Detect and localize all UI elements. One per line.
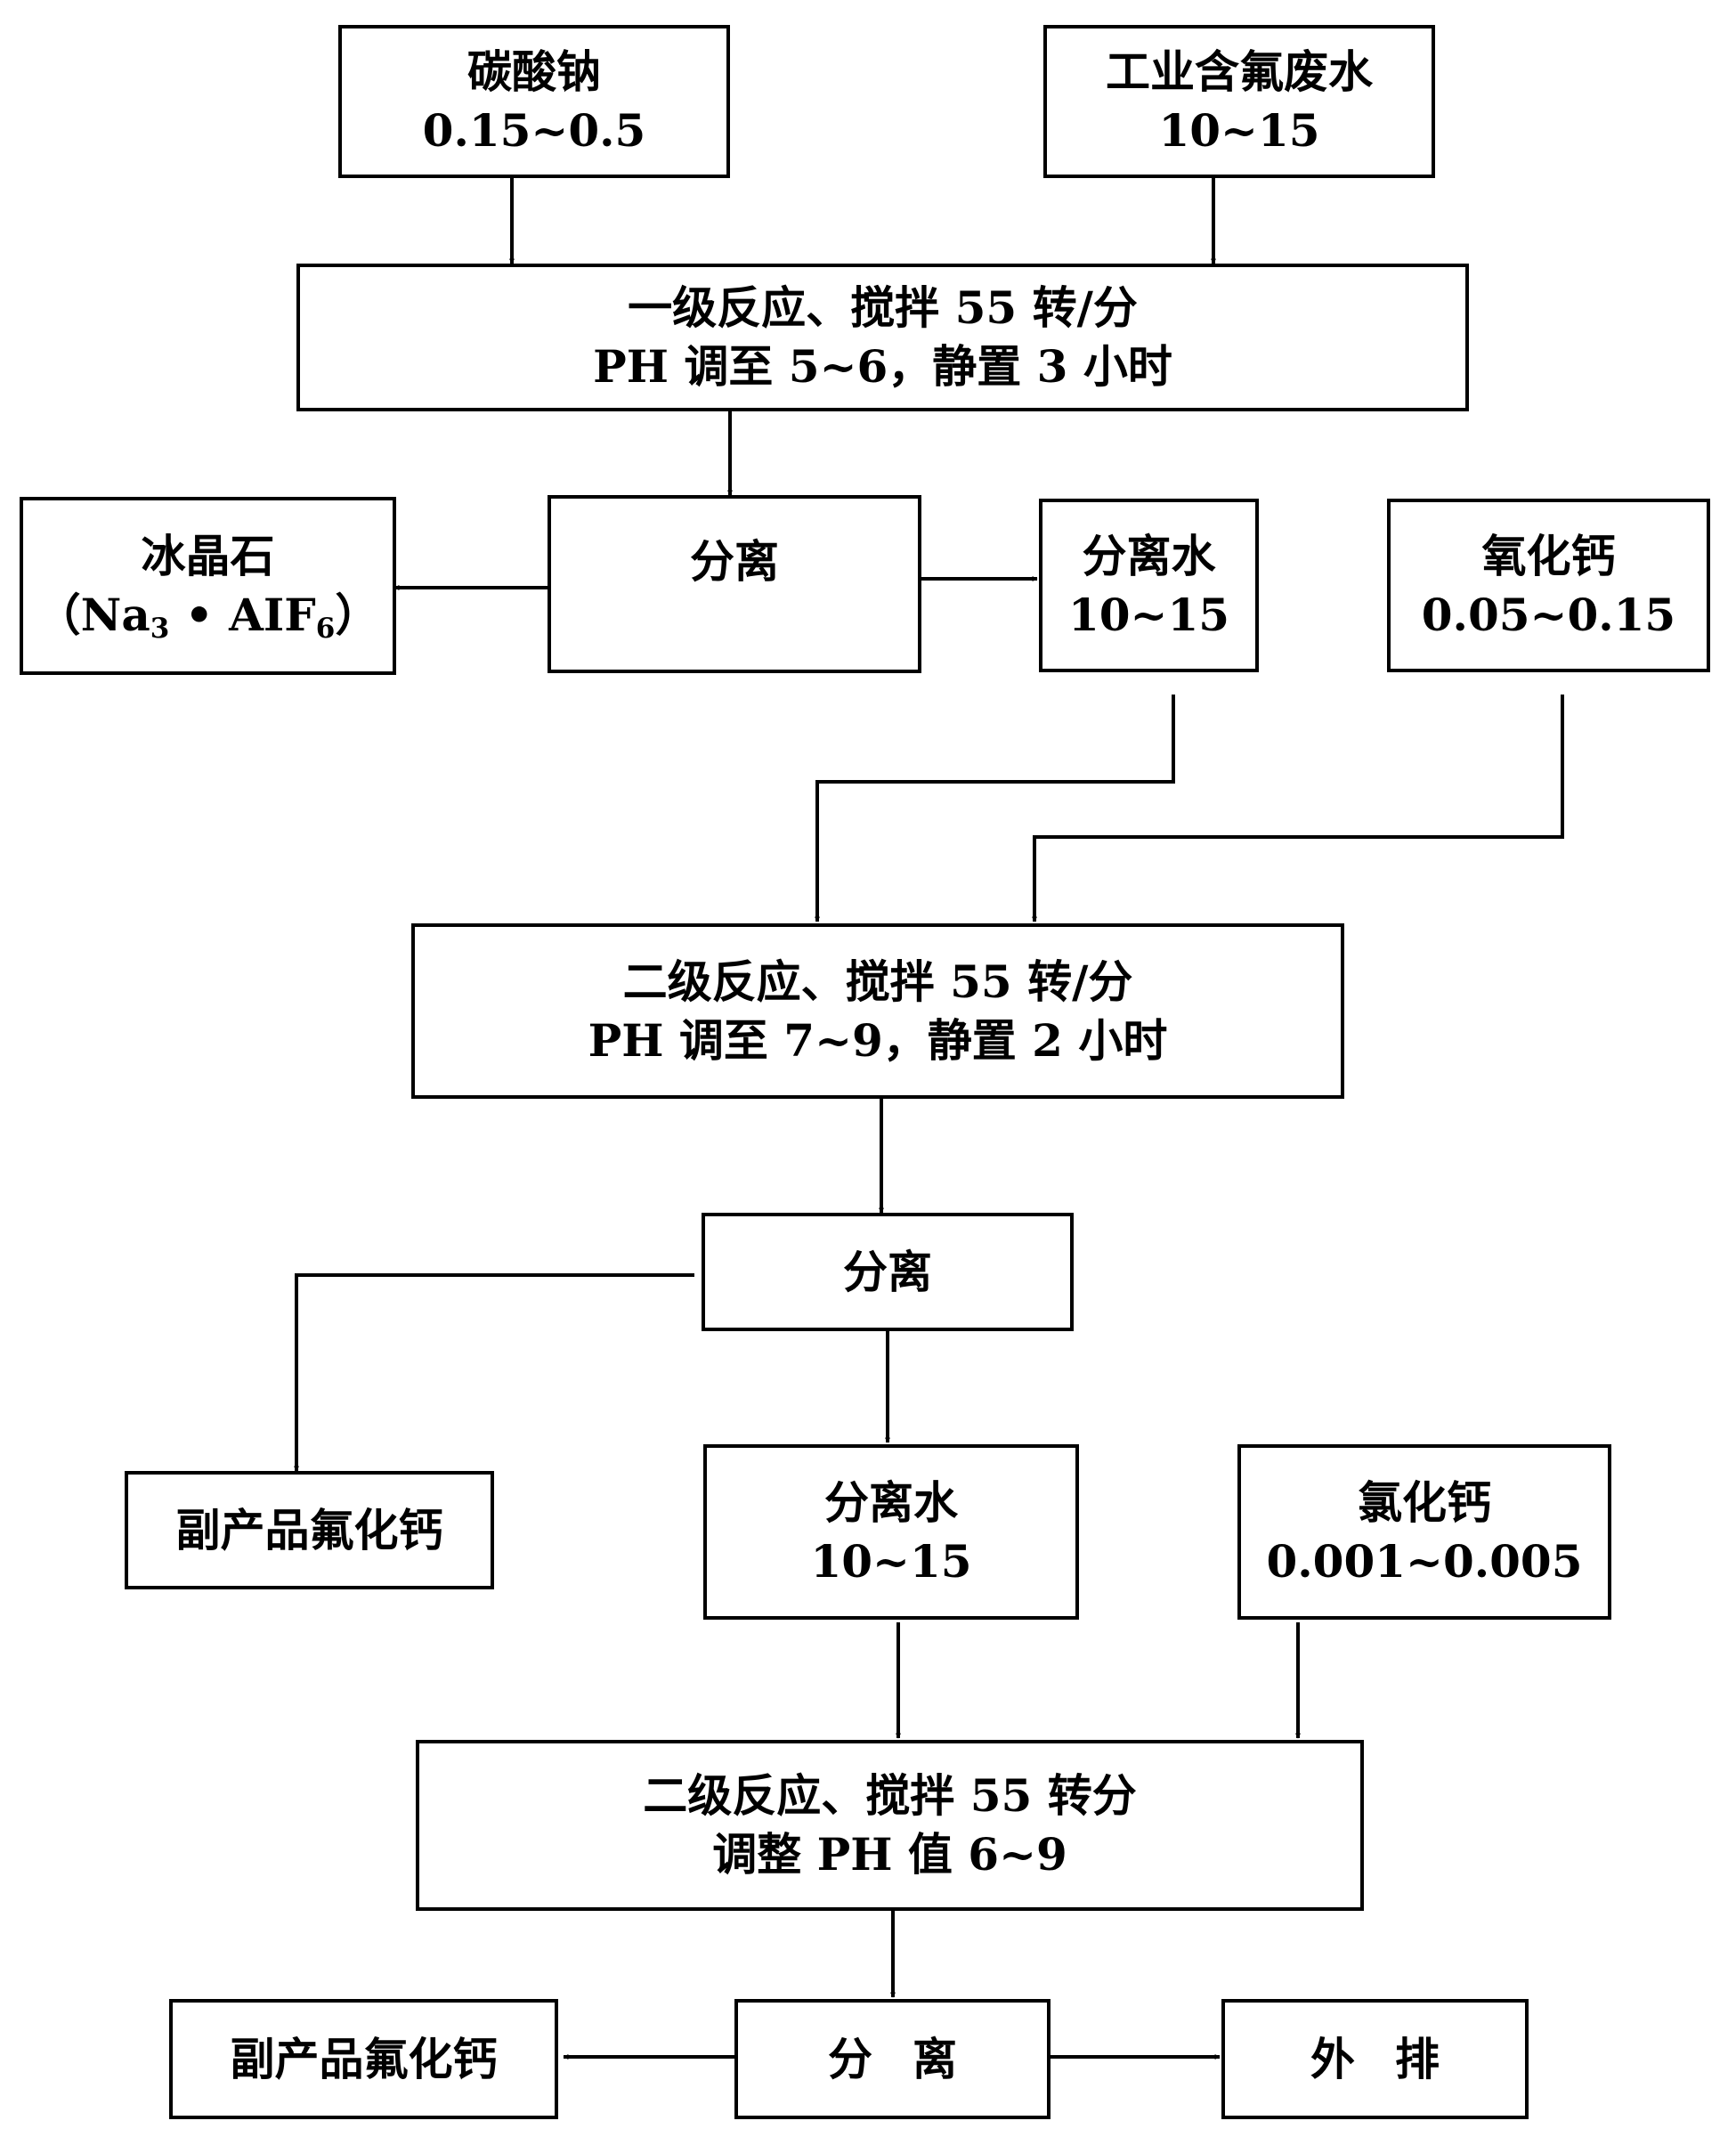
cryolite-box: 冰晶石 （Na3 • AIF6） [20,497,396,675]
separated-water2-name: 分离水 [824,1475,958,1529]
sodium-carbonate-box: 碳酸钠 0.15~0.5 [338,25,730,178]
fluoride-wastewater-amount: 10~15 [1158,104,1320,157]
calcium-oxide-amount: 0.05~0.15 [1421,588,1676,641]
separation2-box: 分离 [702,1213,1074,1331]
byproduct2-box: 副产品氟化钙 [169,1999,558,2119]
sodium-carbonate-amount: 0.15~0.5 [422,104,646,157]
arrow-separation2-to-byproduct1 [294,1273,694,1472]
stage3-line2: 调整 PH 值 6~9 [712,1828,1067,1881]
stage2-line1: 二级反应、搅拌 55 转/分 [622,955,1133,1008]
separation3-box: 分离 [734,1999,1051,2119]
separated-water2-amount: 10~15 [810,1534,972,1588]
separation1-box: 分离 [548,495,921,673]
arrow-water1-to-stage2 [815,695,1175,922]
separated-water1-box: 分离水 10~15 [1039,499,1259,672]
cryolite-name: 冰晶石 [141,530,275,582]
byproduct1-label: 副产品氟化钙 [175,1503,443,1556]
byproduct2-label: 副产品氟化钙 [230,2032,498,2085]
fluoride-wastewater-box: 工业含氟废水 10~15 [1043,25,1435,178]
separated-water2-box: 分离水 10~15 [703,1444,1079,1620]
calcium-chloride-name: 氯化钙 [1358,1475,1491,1529]
sodium-carbonate-name: 碳酸钠 [467,45,601,98]
stage3-reaction-box: 二级反应、搅拌 55 转分 调整 PH 值 6~9 [416,1740,1364,1911]
stage1-reaction-box: 一级反应、搅拌 55 转/分 PH 调至 5~6，静置 3 小时 [296,264,1469,411]
separated-water1-amount: 10~15 [1067,588,1230,641]
arrow-calcium-oxide-to-stage2 [1032,695,1564,922]
calcium-oxide-name: 氧化钙 [1481,529,1616,582]
cryolite-formula: （Na3 • AIF6） [36,589,380,645]
stage1-line2: PH 调至 5~6，静置 3 小时 [593,340,1172,393]
byproduct1-box: 副产品氟化钙 [125,1471,494,1589]
separation1-label: 分离 [690,535,779,588]
calcium-chloride-box: 氯化钙 0.001~0.005 [1237,1444,1611,1620]
calcium-chloride-amount: 0.001~0.005 [1266,1534,1583,1588]
calcium-oxide-box: 氧化钙 0.05~0.15 [1387,499,1710,672]
stage3-line1: 二级反应、搅拌 55 转分 [643,1769,1137,1822]
separation2-label: 分离 [843,1245,932,1298]
stage1-line1: 一级反应、搅拌 55 转/分 [628,281,1138,334]
discharge-label: 外排 [1310,2032,1480,2085]
discharge-box: 外排 [1221,1999,1529,2119]
separated-water1-name: 分离水 [1082,529,1216,582]
stage2-line2: PH 调至 7~9，静置 2 小时 [588,1013,1168,1067]
stage2-reaction-box: 二级反应、搅拌 55 转/分 PH 调至 7~9，静置 2 小时 [411,923,1344,1099]
fluoride-wastewater-name: 工业含氟废水 [1106,45,1373,98]
separation3-label: 分离 [828,2032,997,2085]
